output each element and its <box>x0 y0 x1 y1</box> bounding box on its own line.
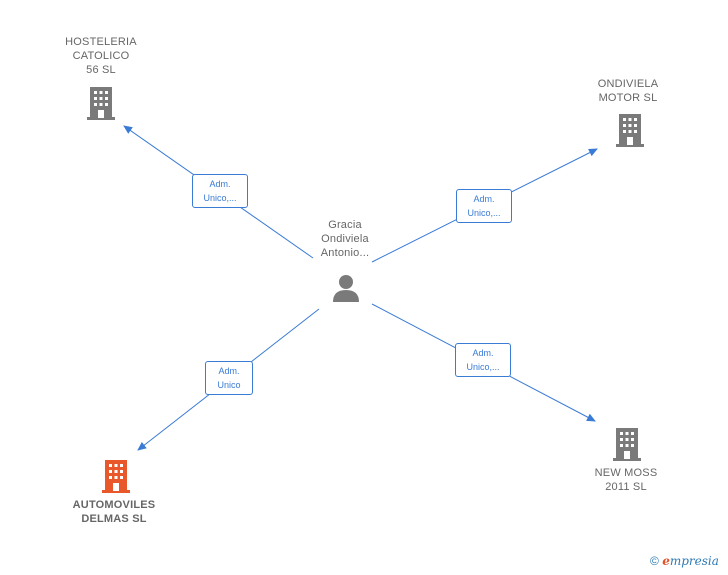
edge-label-newmoss-line-1: Adm. <box>472 348 494 358</box>
edge-label-newmoss-line-2: Unico,... <box>466 362 500 372</box>
node-hosteleria-label[interactable]: HOSTELERIA CATOLICO 56 SL <box>46 35 156 77</box>
brand-logo: empresia <box>662 554 719 568</box>
node-hosteleria-line-2: CATOLICO <box>72 50 130 62</box>
edge-label-automoviles-line-2: Unico <box>217 380 241 390</box>
center-label-line-2: Ondiviela <box>321 233 369 245</box>
footer-brand[interactable]: © empresia <box>650 554 719 568</box>
edge-label-automoviles[interactable]: Adm. Unico <box>205 361 253 395</box>
brand-initial: e <box>662 554 670 568</box>
person-icon[interactable] <box>331 273 361 303</box>
node-ondiviela-line-1: ONDIVIELA <box>597 78 659 90</box>
center-label-line-3: Antonio... <box>320 247 370 259</box>
building-icon[interactable] <box>86 86 116 120</box>
edge-label-automoviles-line-1: Adm. <box>218 366 240 376</box>
node-automoviles-label[interactable]: AUTOMOVILES DELMAS SL <box>56 498 172 526</box>
center-person-label: Gracia Ondiviela Antonio... <box>300 218 390 260</box>
edge-label-ondiviela[interactable]: Adm. Unico,... <box>456 189 512 223</box>
brand-rest: mpresia <box>669 554 719 568</box>
edge-label-newmoss[interactable]: Adm. Unico,... <box>455 343 511 377</box>
node-automoviles-line-2: DELMAS SL <box>81 513 147 525</box>
building-icon-highlighted[interactable] <box>101 459 131 493</box>
copyright-icon: © <box>650 554 659 568</box>
edge-label-ondiviela-line-1: Adm. <box>473 194 495 204</box>
building-icon[interactable] <box>612 427 642 461</box>
edge-label-hosteleria-line-2: Unico,... <box>203 193 237 203</box>
node-automoviles-line-1: AUTOMOVILES <box>72 499 156 511</box>
edge-label-hosteleria-line-1: Adm. <box>209 179 231 189</box>
node-newmoss-line-1: NEW MOSS <box>594 467 658 479</box>
node-hosteleria-line-3: 56 SL <box>86 64 116 76</box>
center-label-line-1: Gracia <box>328 219 362 231</box>
node-newmoss-line-2: 2011 SL <box>605 481 647 493</box>
node-newmoss-label[interactable]: NEW MOSS 2011 SL <box>576 466 676 494</box>
edge-label-ondiviela-line-2: Unico,... <box>467 208 501 218</box>
node-ondiviela-line-2: MOTOR SL <box>598 92 658 104</box>
node-hosteleria-line-1: HOSTELERIA <box>65 36 137 48</box>
edge-label-hosteleria[interactable]: Adm. Unico,... <box>192 174 248 208</box>
building-icon[interactable] <box>615 113 645 147</box>
node-ondiviela-label[interactable]: ONDIVIELA MOTOR SL <box>578 77 678 105</box>
